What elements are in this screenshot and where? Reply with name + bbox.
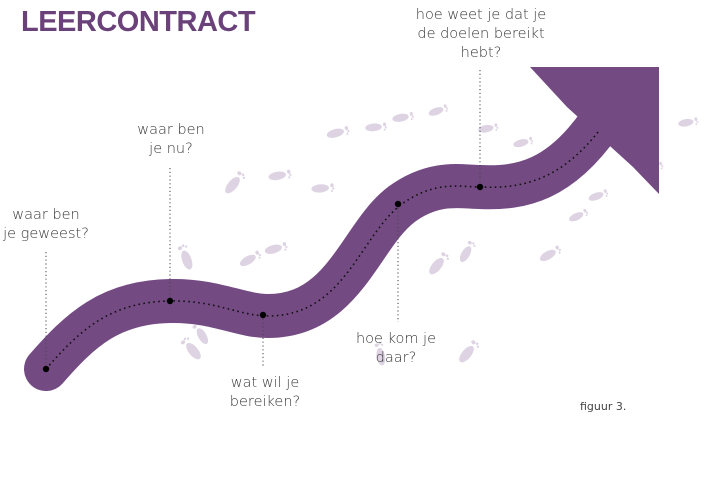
footprint-icon (238, 249, 263, 269)
footprint-icon (176, 243, 196, 271)
milestone-dot (394, 200, 402, 208)
footprint-icon (567, 208, 590, 224)
step-label: hoe weet je dat je de doelen bereikt heb… (415, 7, 547, 61)
milestone-dot (476, 183, 484, 191)
footprint-icon (456, 338, 481, 366)
footprint-icon (311, 183, 335, 194)
milestone-dot (42, 365, 50, 373)
step-label: wat wil je bereiken? (229, 375, 301, 410)
footprint-icon (512, 136, 535, 149)
footprint-icon (364, 122, 388, 133)
figure-caption: figuur 3. (580, 400, 627, 413)
milestone-dot (166, 297, 174, 305)
footprint-icon (426, 250, 451, 278)
footprint-icon (477, 122, 499, 134)
footprint-icon (538, 244, 563, 264)
footprint-icon (263, 241, 289, 256)
milestone-dot (259, 311, 267, 319)
footprint-icon (267, 169, 293, 182)
footprint-icon (587, 188, 610, 203)
footprint-icon (427, 103, 450, 118)
footprint-icon (391, 111, 415, 124)
leader-lines (45, 70, 481, 369)
footprint-icon (457, 239, 477, 265)
milestone-dots (42, 183, 484, 373)
step-label: waar ben je geweest? (3, 207, 89, 242)
footprint-icon (325, 125, 351, 140)
page-title: LEERCONTRACT (21, 6, 256, 38)
step-label: waar ben je nu? (137, 122, 205, 157)
footprint-icon (677, 116, 699, 128)
arrow-path (24, 101, 622, 391)
arrow-head (530, 67, 659, 194)
footprint-icon (222, 169, 247, 197)
step-label: hoe kom je daar? (355, 331, 437, 366)
